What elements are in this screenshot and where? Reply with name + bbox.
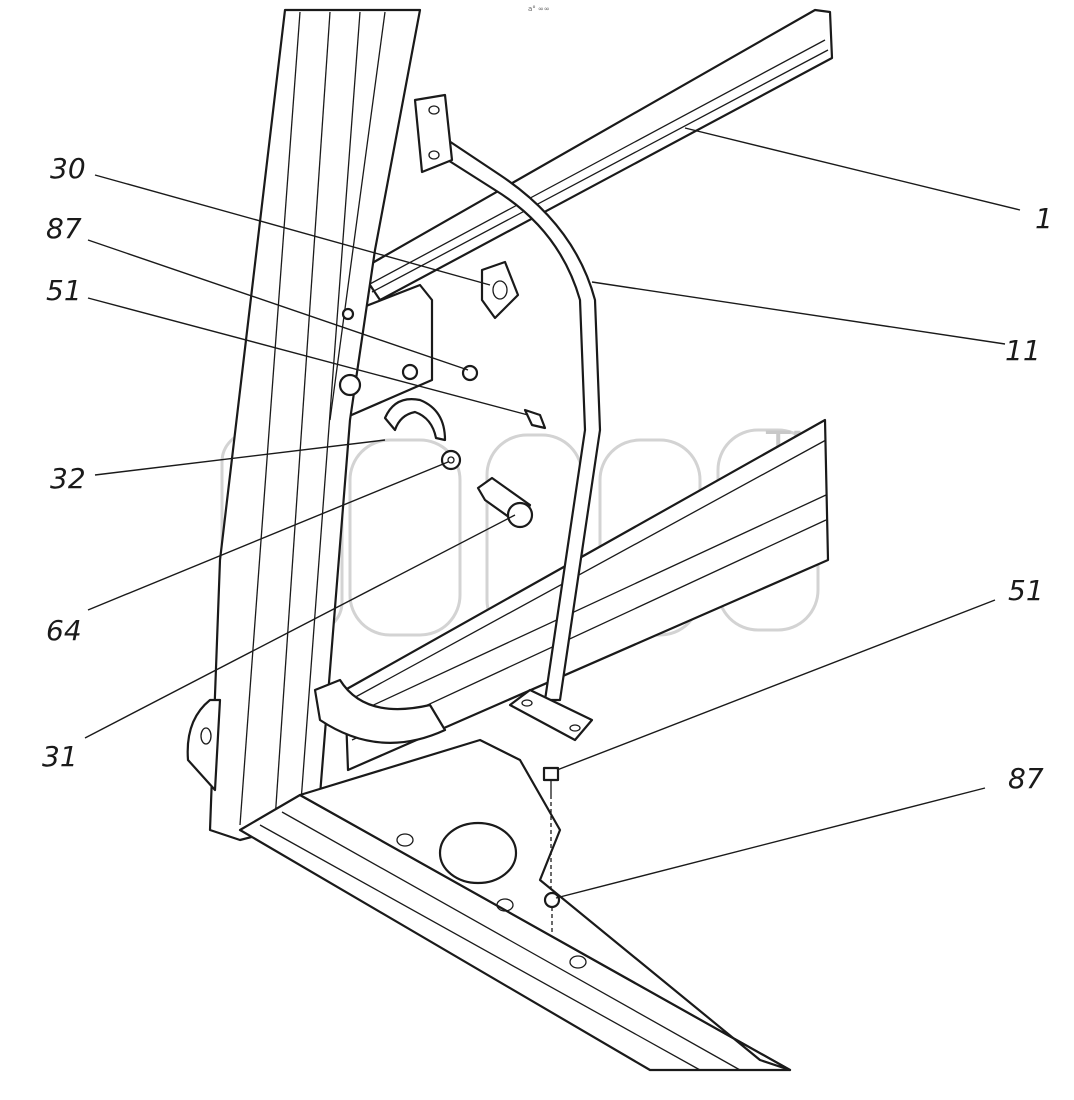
handrail-tube <box>413 93 602 742</box>
bracket-32 <box>383 398 447 442</box>
connector-31 <box>476 476 534 529</box>
bolt-51 <box>523 408 547 430</box>
middle-rail <box>343 418 830 772</box>
left-flange <box>186 698 222 792</box>
lower-curved-support <box>313 678 447 744</box>
grommet <box>338 373 362 397</box>
washer-64 <box>440 449 462 471</box>
upper-flange <box>413 93 454 174</box>
callout-11: 11 <box>1005 334 1041 367</box>
leader-lines <box>84 127 1021 899</box>
nut-87 <box>461 364 479 382</box>
plate-nut <box>401 363 419 381</box>
callout-64: 64 <box>46 614 82 647</box>
frame-round-hole <box>438 821 518 885</box>
top-rail <box>358 8 834 302</box>
callout-31: 31 <box>42 740 78 773</box>
callout-51-lower: 51 <box>1008 574 1044 607</box>
callout-32: 32 <box>50 462 86 495</box>
callout-1: 1 <box>1035 202 1053 235</box>
callout-30: 30 <box>50 152 86 185</box>
clamp-30 <box>480 260 520 320</box>
lower-flange <box>508 688 594 742</box>
bottom-frame <box>238 738 792 1072</box>
callout-87-upper: 87 <box>46 212 82 245</box>
bolt-51-lower <box>542 766 560 795</box>
callout-51-upper: 51 <box>46 274 82 307</box>
flange-hole <box>200 727 212 745</box>
header-text: a° ∞∞ <box>528 5 550 13</box>
callout-87-lower: 87 <box>1008 762 1044 795</box>
nut-87-lower <box>543 891 561 909</box>
